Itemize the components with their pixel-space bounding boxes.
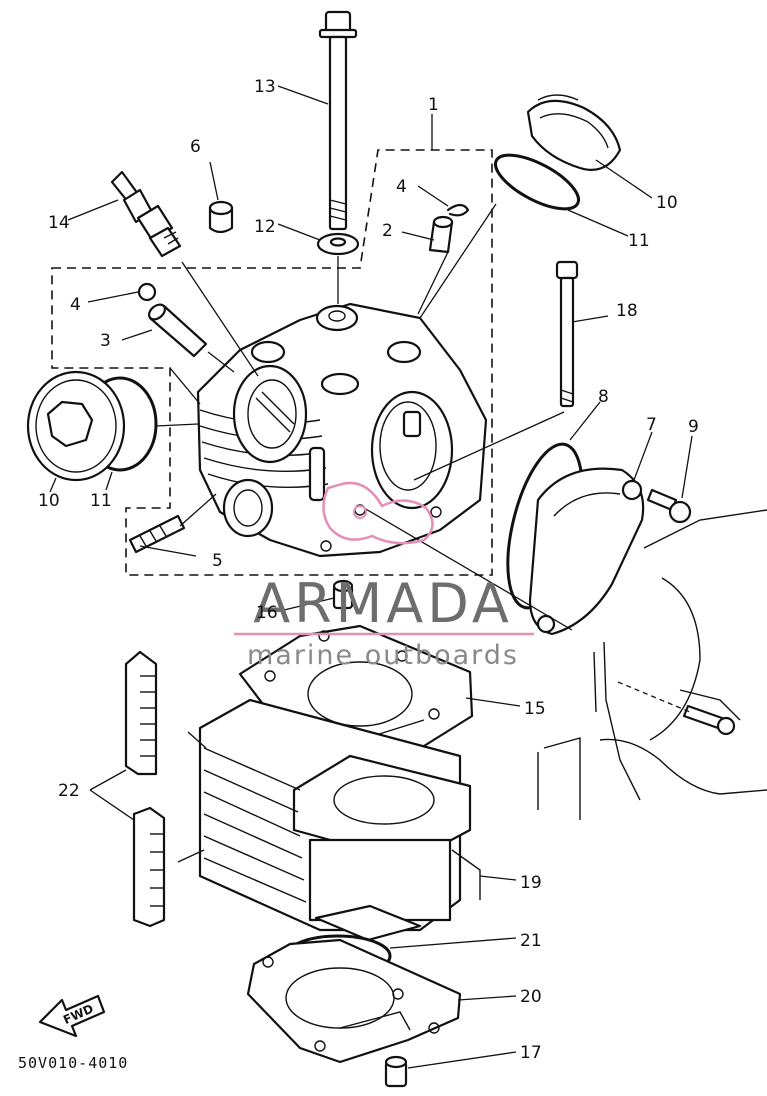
callout-15: 15	[524, 699, 546, 719]
callout-5: 5	[212, 551, 223, 571]
part-6-dowel	[208, 200, 234, 234]
part-5-stud	[128, 514, 186, 554]
part-4-circlip-upper	[446, 203, 470, 217]
callout-20: 20	[520, 987, 542, 1007]
part-12-washer	[316, 232, 360, 256]
part-3-valve-guide	[148, 303, 208, 358]
callout-21: 21	[520, 931, 542, 951]
callout-12: 12	[254, 217, 276, 237]
watermark-brand: ARMADA	[253, 572, 513, 635]
callout-2: 2	[382, 221, 393, 241]
part-11-o-ring-upper	[494, 153, 580, 211]
callout-11-upper: 11	[628, 231, 650, 251]
fwd-direction-arrow: FWD	[38, 994, 106, 1038]
part-2-valve-guide	[428, 215, 454, 254]
part-4-circlip-lower	[137, 282, 157, 302]
callout-4-lower: 4	[70, 295, 81, 315]
part-22-chain-guide-upper	[124, 650, 158, 776]
watermark: ARMADA marine outboards	[234, 481, 534, 671]
callout-3: 3	[100, 331, 111, 351]
callout-1: 1	[428, 95, 439, 115]
callout-11-left: 11	[90, 491, 112, 511]
watermark-tagline: marine outboards	[247, 640, 519, 671]
callout-8: 8	[598, 387, 609, 407]
callout-10-upper: 10	[656, 193, 678, 213]
callout-9: 9	[688, 417, 699, 437]
cylinder-head	[196, 302, 488, 558]
leader-lines	[49, 85, 693, 1069]
part-17-dowel	[384, 1055, 408, 1088]
callout-10-left: 10	[38, 491, 60, 511]
part-9-bolt	[646, 488, 692, 524]
callout-17: 17	[520, 1043, 542, 1063]
part-16-dowel-upper	[332, 579, 354, 610]
callout-16-side: 18	[616, 301, 638, 321]
crankcase-fragment	[537, 509, 767, 820]
part-20-base-gasket	[246, 938, 462, 1064]
part-19-cylinder	[198, 698, 481, 942]
callout-14: 14	[48, 213, 70, 233]
callout-16-upper: 16	[256, 603, 278, 623]
part-10-cap-upper	[526, 94, 622, 171]
callout-labels: 1 2 3 4 4 5 6 7 8 9 10 10 11 11 12 13 14…	[38, 77, 699, 1063]
callout-19: 19	[520, 873, 542, 893]
part-22-chain-guide-lower	[132, 806, 166, 928]
part-14-spark-plug	[110, 170, 182, 258]
callout-13: 13	[254, 77, 276, 97]
drawing-code: 50V010-4010	[18, 1054, 128, 1072]
part-18-stud	[555, 260, 579, 408]
callout-7: 7	[646, 415, 657, 435]
part-7-cover	[528, 467, 645, 636]
callout-4-upper: 4	[396, 177, 407, 197]
callout-6: 6	[190, 137, 201, 157]
callout-22: 22	[58, 781, 80, 801]
part-13-stud-bolt	[318, 10, 358, 231]
part-10-cap-left	[26, 370, 126, 482]
assembly-boundary-1	[51, 149, 493, 576]
